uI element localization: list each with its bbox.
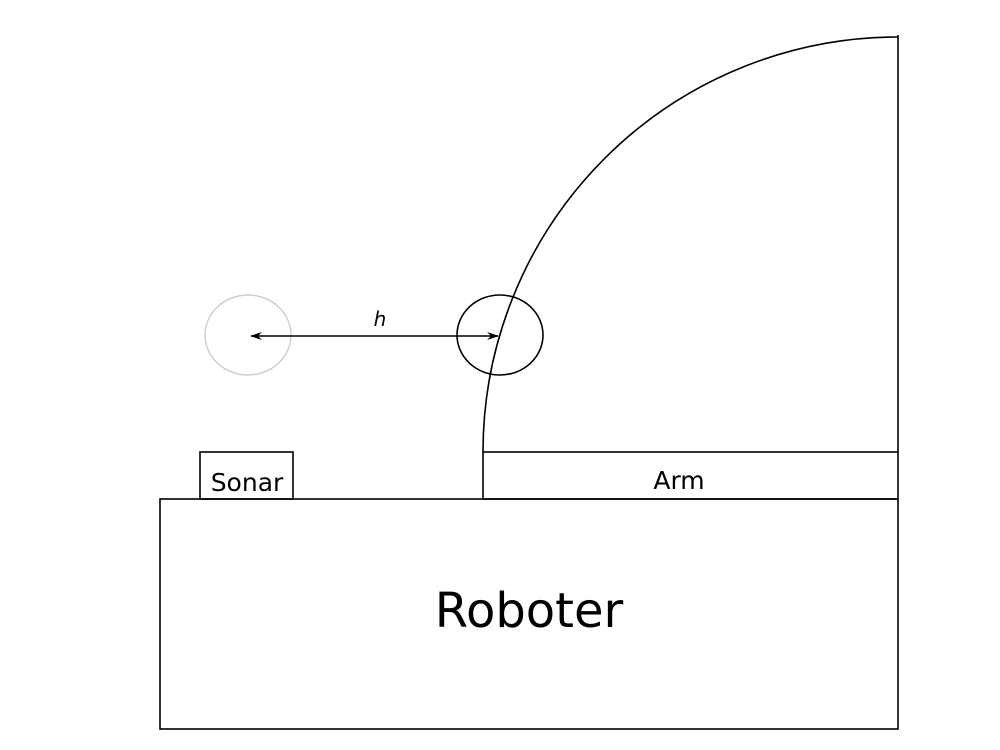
- robot-label: Roboter: [435, 583, 624, 639]
- sonar-label: Sonar: [211, 468, 284, 497]
- arm-label: Arm: [653, 466, 704, 495]
- arm-sweep-arc: [482, 36, 899, 453]
- robot-body: [159, 498, 899, 730]
- ghost-object-circle: [204, 294, 292, 376]
- distance-label: h: [374, 307, 387, 331]
